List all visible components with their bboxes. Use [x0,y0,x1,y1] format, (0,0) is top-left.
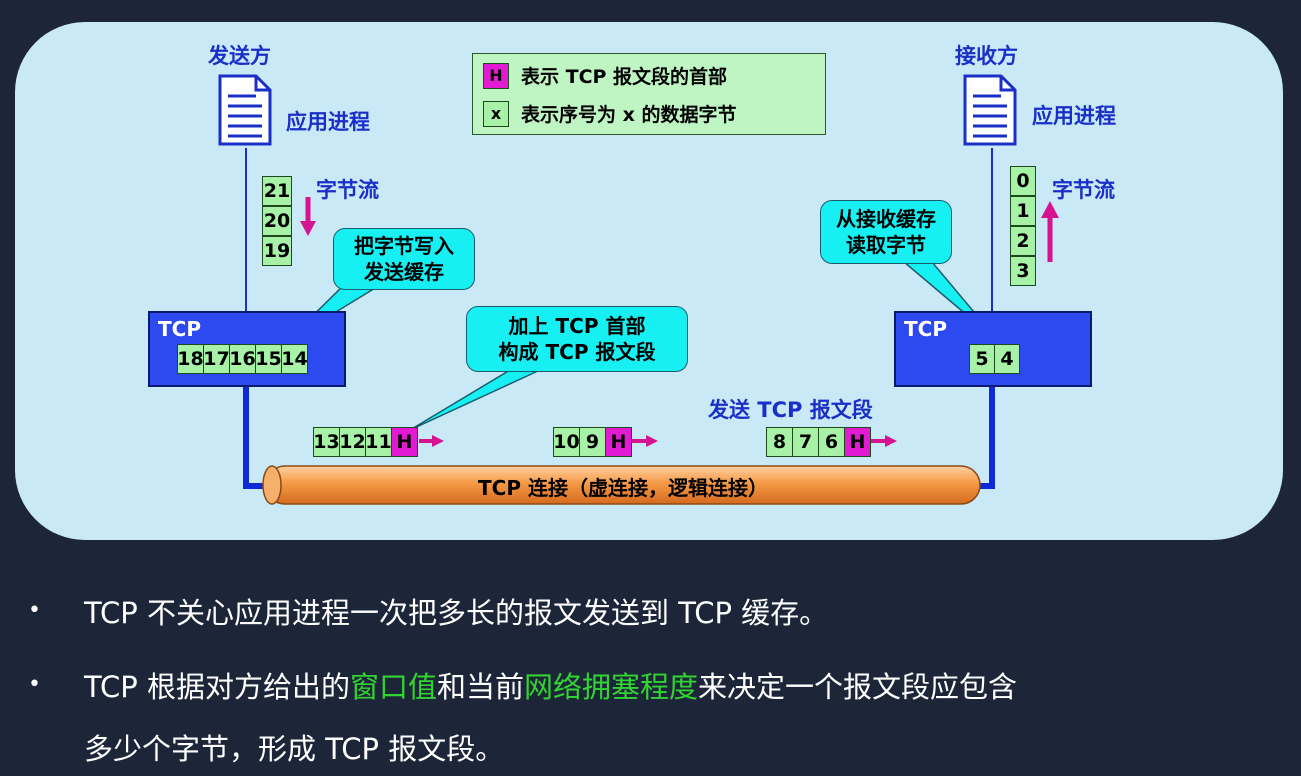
bullet-text: TCP 不关心应用进程一次把多长的报文发送到 TCP 缓存。 [84,596,829,630]
segment-header: H [391,427,418,457]
callout-line: 读取字节 [846,233,926,257]
legend-byte-symbol: x [483,100,509,127]
sender-title: 发送方 [208,44,271,68]
seg1-arrow-head [432,435,444,447]
bullet-text: TCP 根据对方给出的窗口值和当前网络拥塞程度来决定一个报文段应包含 [84,664,1017,706]
sender-byte-stream-label: 字节流 [316,178,379,202]
sender-tcp-label: TCP [158,317,201,341]
receiver-stream-byte: 0 [1010,166,1036,196]
receiver-document-icon [963,74,1017,146]
sender-buffer-byte: 18 [177,344,204,374]
bullet-dot: • [28,598,41,623]
sender-pipe-connector [243,387,270,489]
seg3-arrow-head [885,435,897,447]
segment-byte: 10 [553,427,580,457]
sender-stream-byte: 21 [262,176,292,206]
sender-buffer-byte: 17 [203,344,230,374]
sender-app-process-label: 应用进程 [286,110,370,134]
segment-header: H [605,427,632,457]
highlight-window-value: 窗口值 [349,670,437,704]
segment-byte: 7 [792,427,819,457]
segment-byte: 8 [766,427,793,457]
sender-stream-byte: 19 [262,236,292,266]
pipe-end-cap [262,465,282,505]
seg2-arrow-head [646,435,658,447]
legend-header-row: H 表示 TCP 报文段的首部 [483,62,727,89]
bullet-text-part: 和当前 [437,670,525,704]
receiver-buffer-byte: 5 [969,344,995,374]
receiver-read-callout: 从接收缓存 读取字节 [820,200,952,264]
segment-byte: 9 [579,427,606,457]
callout-line: 发送缓存 [364,260,444,284]
segment-byte: 12 [339,427,366,457]
callout-line: 把字节写入 [354,234,454,258]
receiver-stream-byte: 2 [1010,226,1036,256]
callout-line: 从接收缓存 [836,207,936,231]
sender-stream-byte: 20 [262,206,292,236]
callout-line: 构成 TCP 报文段 [498,340,656,364]
sender-document-icon [218,74,272,146]
receiver-byte-stream-label: 字节流 [1052,178,1115,202]
callout-line: 加上 TCP 首部 [508,314,646,338]
receiver-title: 接收方 [955,44,1018,68]
segment-byte: 13 [313,427,340,457]
segment-header: H [844,427,871,457]
tcp-connection-label: TCP 连接（虚连接，逻辑连接） [478,476,768,500]
segment-callout: 加上 TCP 首部 构成 TCP 报文段 [466,306,688,372]
sender-buffer-byte: 14 [281,344,308,374]
sender-buffer-byte: 16 [229,344,256,374]
highlight-congestion: 网络拥塞程度 [524,670,699,704]
bullet-text-part: 来决定一个报文段应包含 [698,670,1018,704]
receiver-tcp-label: TCP [904,317,947,341]
sender-write-callout: 把字节写入 发送缓存 [333,228,475,290]
receiver-buffer-byte: 4 [994,344,1020,374]
legend-header-text: 表示 TCP 报文段的首部 [521,66,728,88]
bullet-continuation: 多少个字节，形成 TCP 报文段。 [84,732,505,766]
receiver-stream-byte: 3 [1010,256,1036,286]
legend-header-symbol: H [483,62,509,89]
receiver-stream-byte: 1 [1010,196,1036,226]
receiver-app-process-label: 应用进程 [1032,104,1116,128]
sender-stream-arrow-head [300,221,316,236]
sender-buffer-byte: 15 [255,344,282,374]
legend-byte-row: x 表示序号为 x 的数据字节 [483,100,737,127]
segment-byte: 11 [365,427,392,457]
bullet-dot: • [28,672,41,697]
segment-callout-tail [409,369,541,431]
segment-byte: 6 [818,427,845,457]
receiver-pipe-connector [978,387,995,489]
legend-byte-text: 表示序号为 x 的数据字节 [521,104,737,126]
receiver-stream-arrow-head [1041,201,1059,218]
send-segment-label: 发送 TCP 报文段 [708,398,873,422]
bullet-text-part: TCP 根据对方给出的 [84,670,350,704]
legend-box: H 表示 TCP 报文段的首部 x 表示序号为 x 的数据字节 [472,53,826,135]
